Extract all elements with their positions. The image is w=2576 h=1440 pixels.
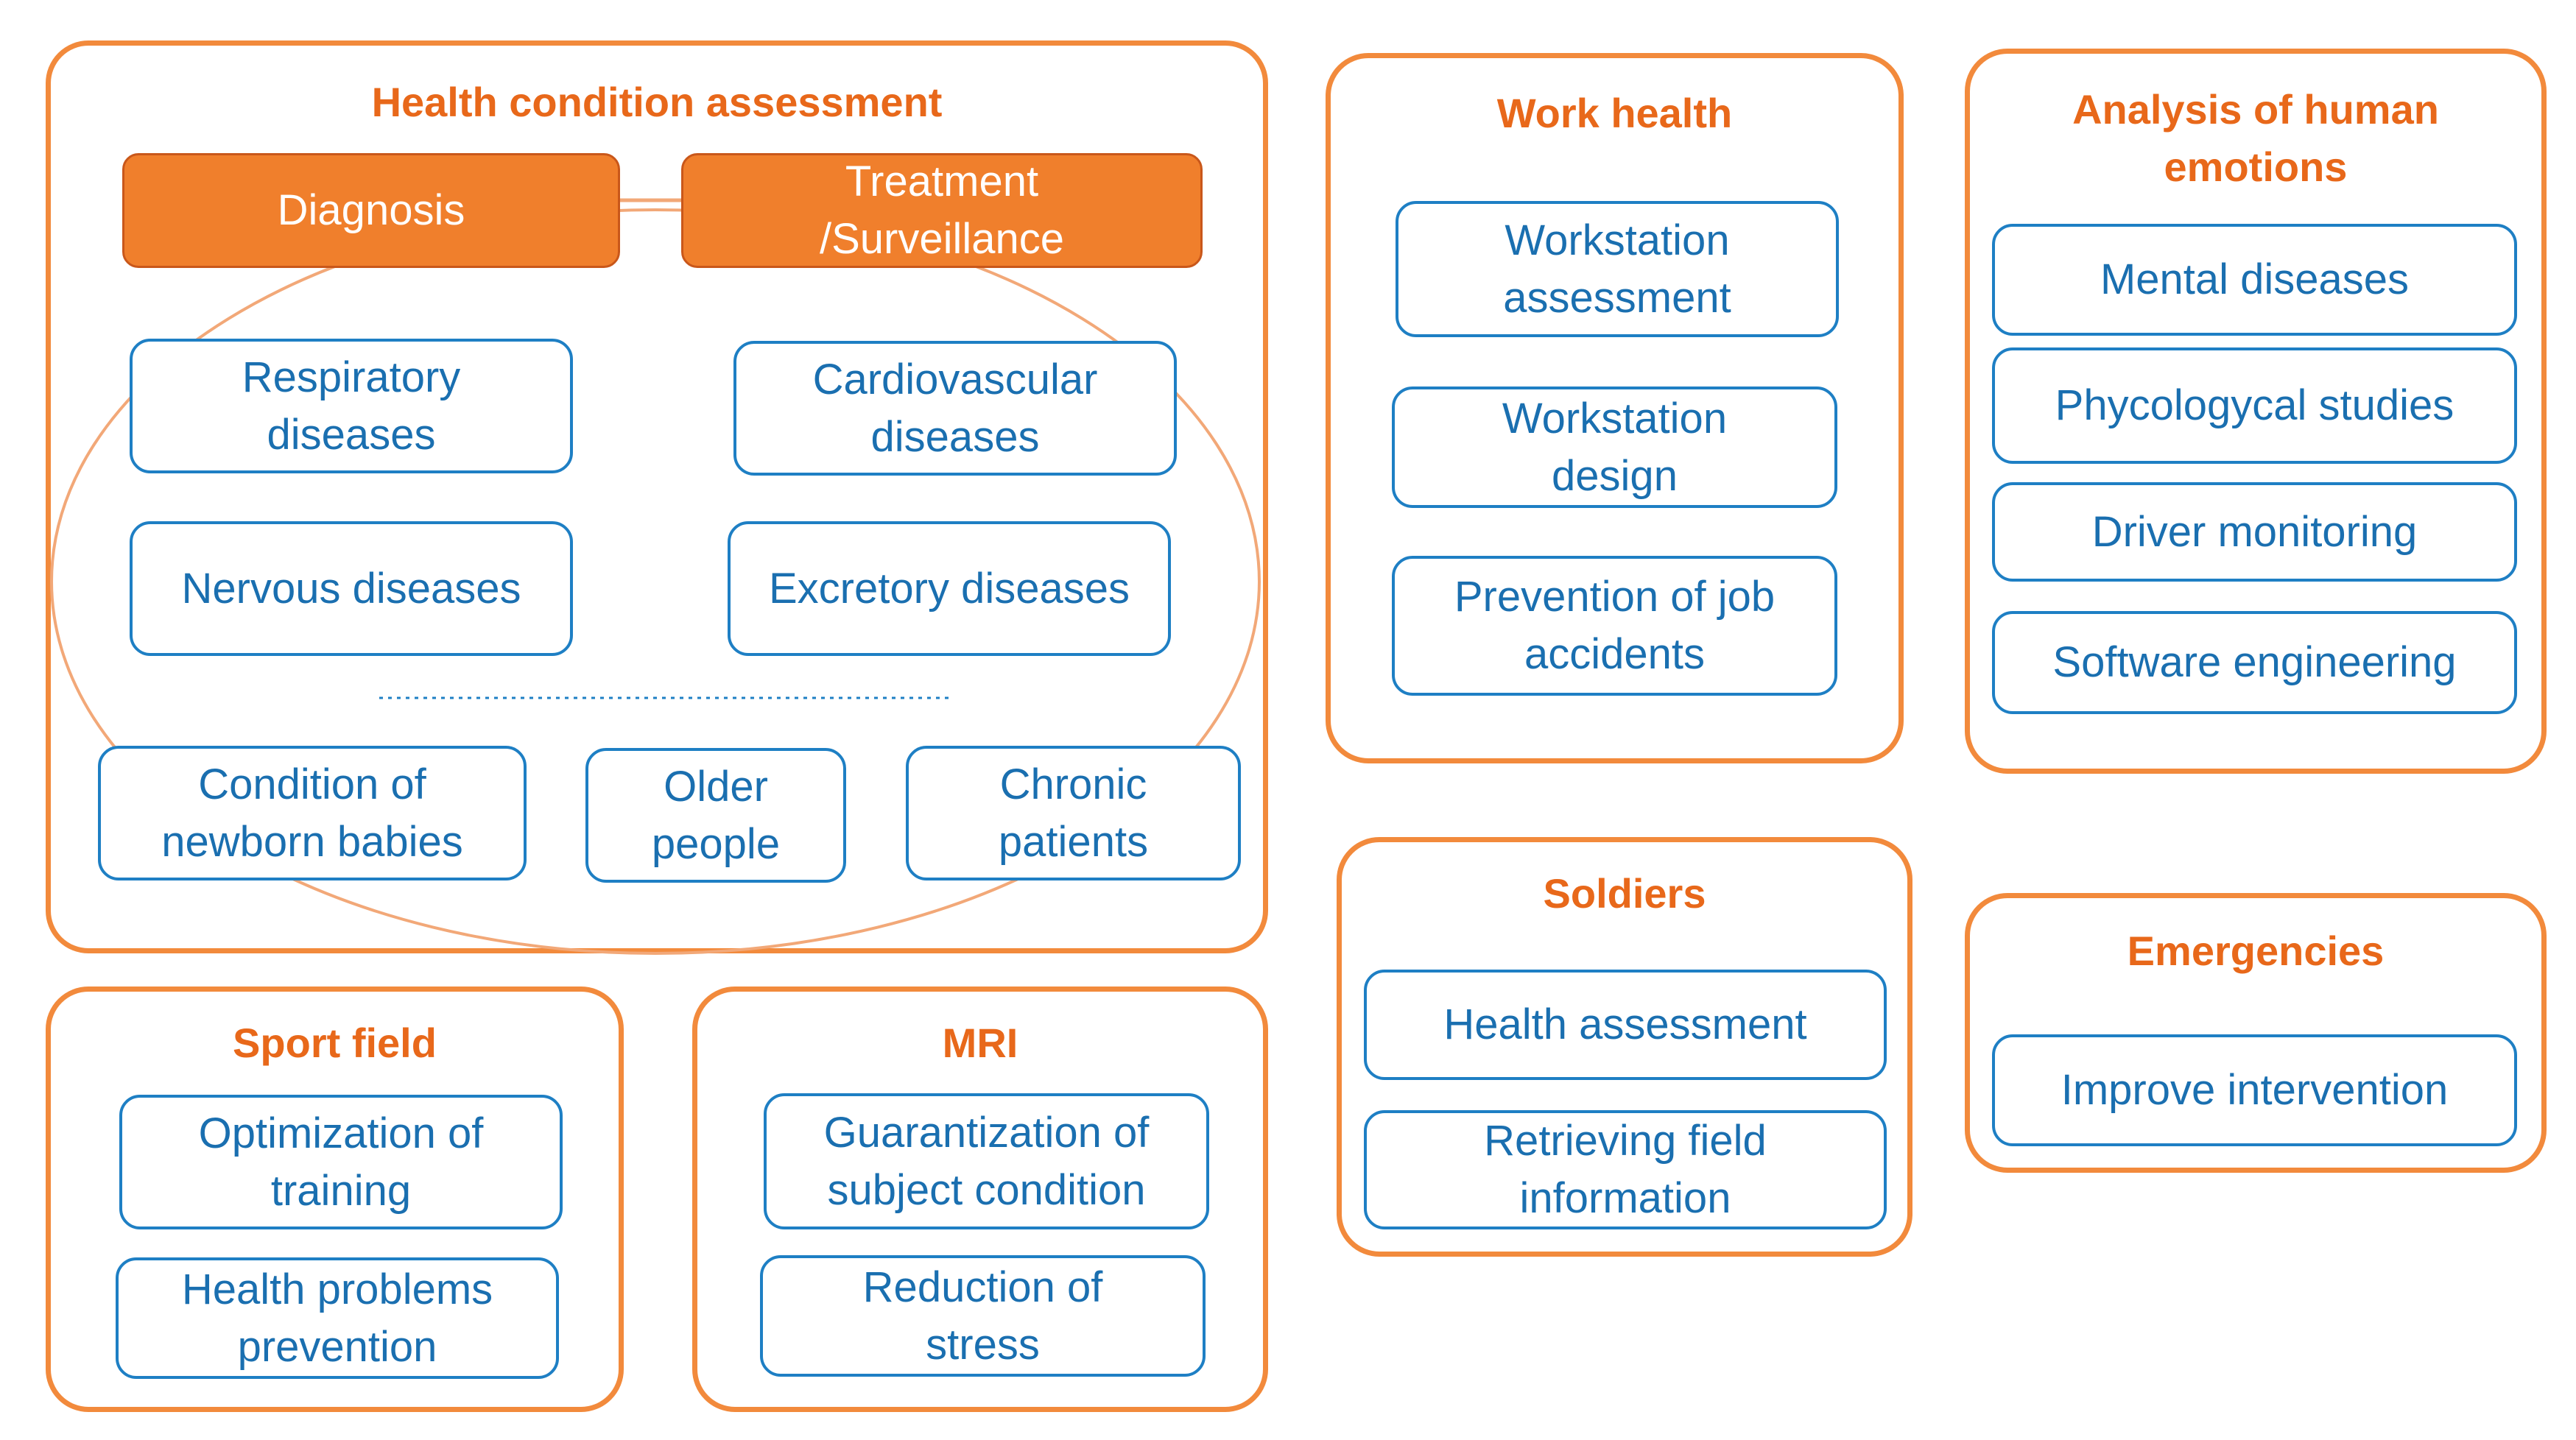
group-title-health: Health condition assessment: [371, 79, 943, 125]
newborn-babies-box[interactable]: Condition of newborn babies: [98, 746, 527, 880]
group-title-human-emotions: Analysis of human emotions: [2072, 86, 2439, 190]
optimization-training-box[interactable]: Optimization of training: [119, 1095, 563, 1229]
group-title-emergencies: Emergencies: [2127, 928, 2385, 974]
mental-diseases-box[interactable]: Mental diseases: [1992, 224, 2517, 336]
reduction-of-stress-box[interactable]: Reduction of stress: [760, 1255, 1206, 1377]
driver-monitoring-box[interactable]: Driver monitoring: [1992, 482, 2517, 582]
nervous-diseases-box[interactable]: Nervous diseases: [130, 521, 573, 656]
chronic-patients-box[interactable]: Chronic patients: [906, 746, 1241, 880]
diagnosis-box[interactable]: Diagnosis: [122, 153, 620, 268]
prevention-job-accidents-box[interactable]: Prevention of job accidents: [1392, 556, 1837, 696]
older-people-box[interactable]: Older people: [585, 748, 846, 883]
group-title-sport-field: Sport field: [233, 1020, 437, 1066]
respiratory-diseases-box[interactable]: Respiratory diseases: [130, 339, 573, 473]
workstation-assessment-box[interactable]: Workstation assessment: [1396, 201, 1839, 337]
workstation-design-box[interactable]: Workstation design: [1392, 387, 1837, 508]
cardiovascular-diseases-box[interactable]: Cardiovascular diseases: [733, 341, 1177, 476]
improve-intervention-box[interactable]: Improve intervention: [1992, 1034, 2517, 1146]
phycologycal-studies-box[interactable]: Phycologycal studies: [1992, 347, 2517, 464]
treatment-surveillance-box[interactable]: Treatment /Surveillance: [681, 153, 1203, 268]
group-title-work-health: Work health: [1496, 90, 1733, 136]
soldiers-health-assessment-box[interactable]: Health assessment: [1364, 970, 1887, 1080]
excretory-diseases-box[interactable]: Excretory diseases: [728, 521, 1171, 656]
health-problems-prevention-box[interactable]: Health problems prevention: [116, 1257, 559, 1379]
retrieving-field-information-box[interactable]: Retrieving field information: [1364, 1110, 1887, 1229]
software-engineering-box[interactable]: Software engineering: [1992, 611, 2517, 714]
group-title-soldiers: Soldiers: [1543, 870, 1706, 917]
guarantization-subject-condition-box[interactable]: Guarantization of subject condition: [764, 1093, 1209, 1229]
group-title-mri: MRI: [942, 1020, 1018, 1066]
